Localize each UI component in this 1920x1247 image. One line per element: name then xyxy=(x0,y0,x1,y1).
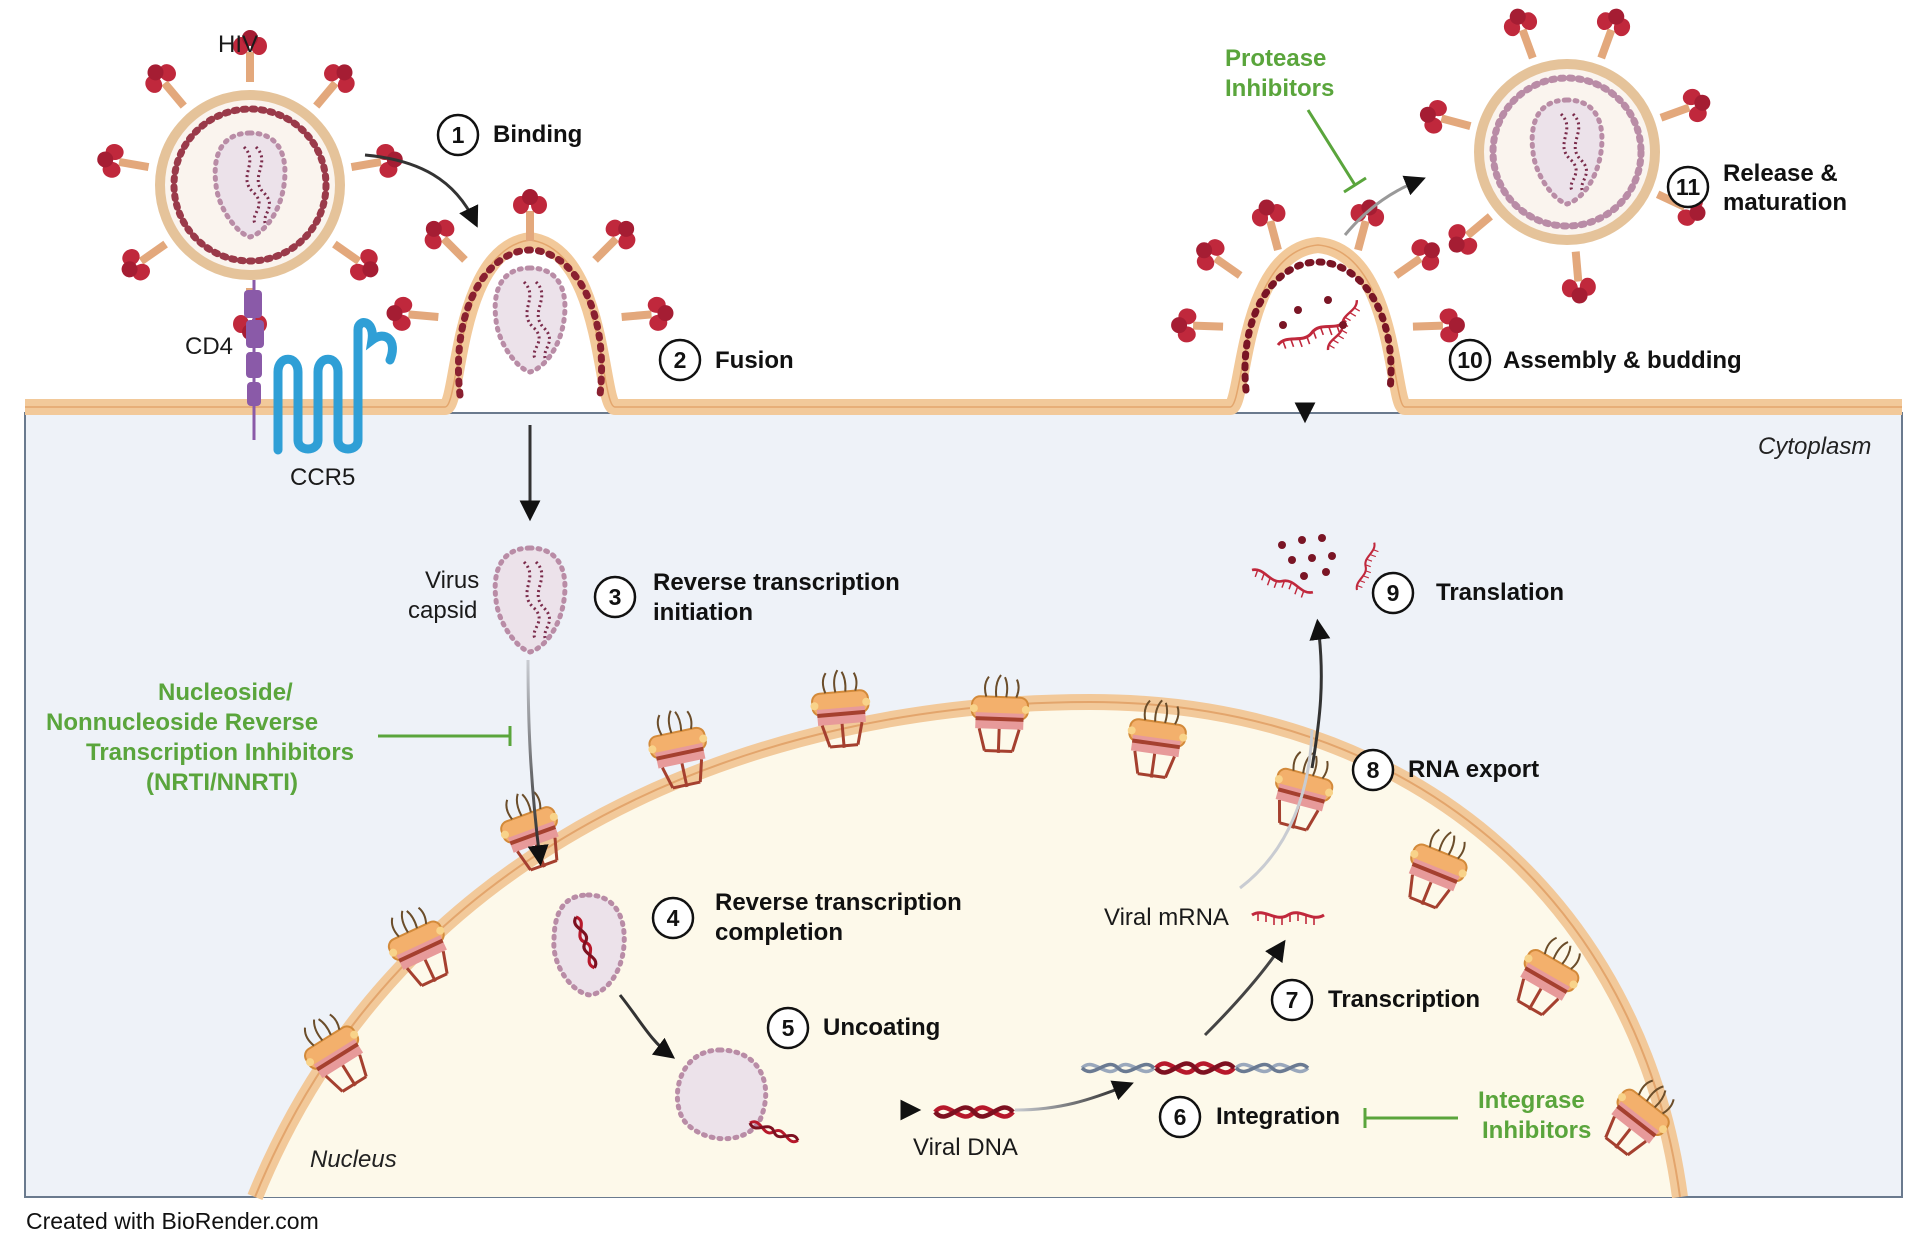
capsid-label-line1: Virus xyxy=(425,567,479,594)
svg-text:Reverse transcription: Reverse transcription xyxy=(653,569,900,596)
biorender-credit: Created with BioRender.com xyxy=(26,1208,319,1234)
cd4-label: CD4 xyxy=(185,333,233,360)
svg-text:3: 3 xyxy=(609,584,622,610)
svg-text:Nonnucleoside Reverse: Nonnucleoside Reverse xyxy=(46,709,318,736)
step-7: 7 Transcription xyxy=(1270,978,1480,1022)
nucleus-label: Nucleus xyxy=(310,1146,397,1173)
pathway-arrows xyxy=(364,153,1426,1121)
svg-text:RNA export: RNA export xyxy=(1408,756,1539,783)
cd4-receptor xyxy=(244,280,264,440)
step-8: 8 RNA export xyxy=(1351,748,1539,792)
svg-text:Inhibitors: Inhibitors xyxy=(1225,75,1334,102)
svg-text:Translation: Translation xyxy=(1436,579,1564,606)
svg-text:Reverse transcription: Reverse transcription xyxy=(715,889,962,916)
svg-text:maturation: maturation xyxy=(1723,189,1847,216)
ccr5-label: CCR5 xyxy=(290,464,355,491)
mature-virion xyxy=(1415,3,1716,305)
step-5: 5 Uncoating xyxy=(766,1006,940,1050)
rt-inhibitors-label: Nucleoside/ Nonnucleoside Reverse Transc… xyxy=(46,679,354,796)
nucleus-region xyxy=(255,702,1680,1197)
uncoating-capsid xyxy=(674,1047,801,1145)
inhibitor-lines xyxy=(378,109,1458,1128)
svg-text:Nucleoside/: Nucleoside/ xyxy=(158,679,293,706)
step-11: 11 Release & maturation xyxy=(1666,160,1847,216)
step-6: 6 Integration xyxy=(1158,1095,1340,1139)
step-2: 2 Fusion xyxy=(658,338,794,382)
ccr5-receptor xyxy=(273,318,397,455)
svg-text:completion: completion xyxy=(715,919,843,946)
integrated-dna xyxy=(1080,1063,1310,1072)
svg-text:Release &: Release & xyxy=(1723,160,1838,187)
svg-text:6: 6 xyxy=(1174,1104,1187,1130)
svg-text:1: 1 xyxy=(452,122,465,148)
svg-text:(NRTI/NNRTI): (NRTI/NNRTI) xyxy=(146,769,298,796)
step-4: 4 Reverse transcription completion xyxy=(651,889,962,946)
svg-text:Uncoating: Uncoating xyxy=(823,1014,940,1041)
cytoplasm-label: Cytoplasm xyxy=(1758,433,1871,460)
svg-text:Inhibitors: Inhibitors xyxy=(1482,1117,1591,1144)
step-1: 1 Binding xyxy=(436,113,582,157)
step-10: 10 Assembly & budding xyxy=(1448,338,1742,382)
step-3: 3 Reverse transcription initiation xyxy=(593,569,900,626)
plasma-membrane xyxy=(25,231,1902,415)
svg-text:5: 5 xyxy=(782,1015,795,1041)
step-9: 9 Translation xyxy=(1371,571,1564,615)
svg-text:Assembly & budding: Assembly & budding xyxy=(1503,347,1742,374)
svg-text:8: 8 xyxy=(1367,757,1380,783)
svg-text:4: 4 xyxy=(667,905,680,931)
capsid-with-dna xyxy=(551,892,627,998)
svg-text:9: 9 xyxy=(1387,580,1400,606)
svg-text:Transcription Inhibitors: Transcription Inhibitors xyxy=(86,739,354,766)
svg-text:2: 2 xyxy=(674,347,687,373)
svg-text:Protease: Protease xyxy=(1225,45,1326,72)
svg-text:Integration: Integration xyxy=(1216,1103,1340,1130)
svg-text:initiation: initiation xyxy=(653,599,753,626)
translation-products xyxy=(1247,534,1382,602)
fusing-virion xyxy=(385,189,675,399)
svg-text:7: 7 xyxy=(1286,987,1299,1013)
protease-inhibitors-label: Protease Inhibitors xyxy=(1225,45,1334,102)
budding-virion xyxy=(1170,195,1466,394)
svg-text:Fusion: Fusion xyxy=(715,347,794,374)
viral-mrna-label: Viral mRNA xyxy=(1104,904,1229,931)
svg-text:Binding: Binding xyxy=(493,121,582,148)
svg-text:10: 10 xyxy=(1457,347,1483,373)
capsid-label-line2: capsid xyxy=(408,597,477,624)
svg-text:Integrase: Integrase xyxy=(1478,1087,1585,1114)
hiv-virion xyxy=(94,30,406,340)
viral-dna-label: Viral DNA xyxy=(913,1134,1018,1161)
svg-text:Transcription: Transcription xyxy=(1328,986,1480,1013)
integrase-inhibitors-label: Integrase Inhibitors xyxy=(1478,1087,1591,1144)
hiv-label: HIV xyxy=(218,31,258,58)
svg-text:11: 11 xyxy=(1676,174,1701,200)
